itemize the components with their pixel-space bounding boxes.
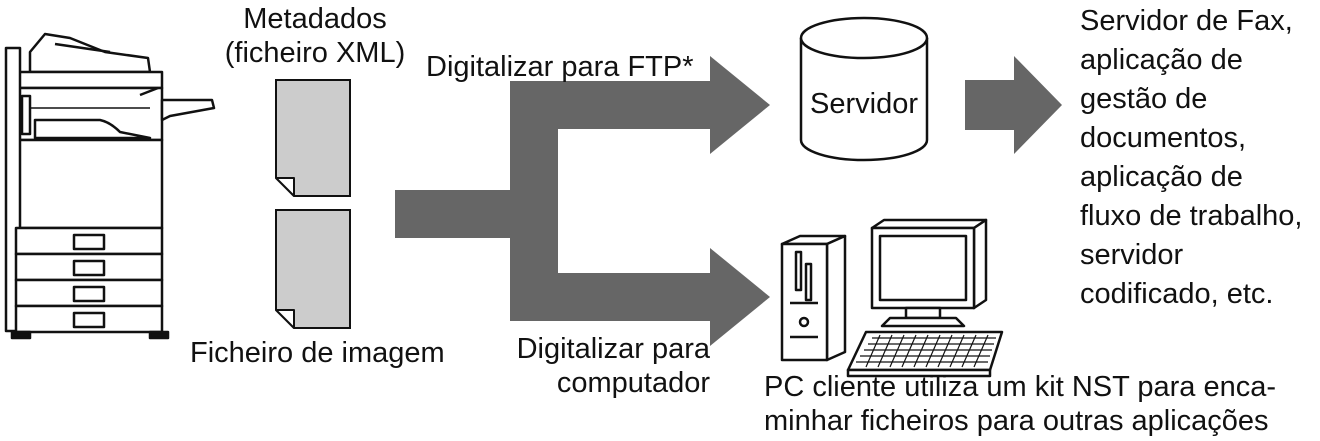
keyboard-keys bbox=[856, 334, 996, 368]
metadata-label-line2: (ficheiro XML) bbox=[224, 37, 406, 69]
destination-line: documentos, bbox=[1080, 122, 1247, 154]
image-document-icon bbox=[275, 209, 351, 329]
server-cylinder-icon bbox=[799, 16, 929, 162]
scan-to-ftp-label: Digitalizar para FTP* bbox=[426, 51, 694, 83]
server-label: Servidor bbox=[810, 88, 918, 120]
branch-arrow bbox=[395, 56, 770, 346]
output-arrow bbox=[965, 56, 1062, 154]
scan-to-pc-label-line2: computador bbox=[556, 367, 710, 399]
destination-line: aplicação de bbox=[1080, 161, 1243, 193]
destination-line: codificado, etc. bbox=[1080, 278, 1274, 310]
destination-line: aplicação de bbox=[1080, 44, 1243, 76]
destination-line: servidor bbox=[1080, 239, 1184, 271]
xml-document-icon bbox=[275, 79, 351, 197]
destination-line: fluxo de trabalho, bbox=[1080, 200, 1303, 232]
destination-line: gestão de bbox=[1080, 83, 1208, 115]
client-pc-line: PC cliente utiliza um kit NST para enca- bbox=[764, 371, 1277, 403]
multifunction-printer-icon bbox=[4, 32, 216, 340]
image-file-label: Ficheiro de imagem bbox=[190, 337, 445, 369]
metadata-label-line1: Metadados bbox=[243, 3, 387, 35]
scan-to-pc-label-line1: Digitalizar para bbox=[516, 333, 710, 365]
destination-line: Servidor de Fax, bbox=[1080, 5, 1293, 37]
client-pc-line: minhar ficheiros para outras aplicações bbox=[764, 405, 1269, 437]
desktop-computer-icon bbox=[780, 218, 1004, 378]
